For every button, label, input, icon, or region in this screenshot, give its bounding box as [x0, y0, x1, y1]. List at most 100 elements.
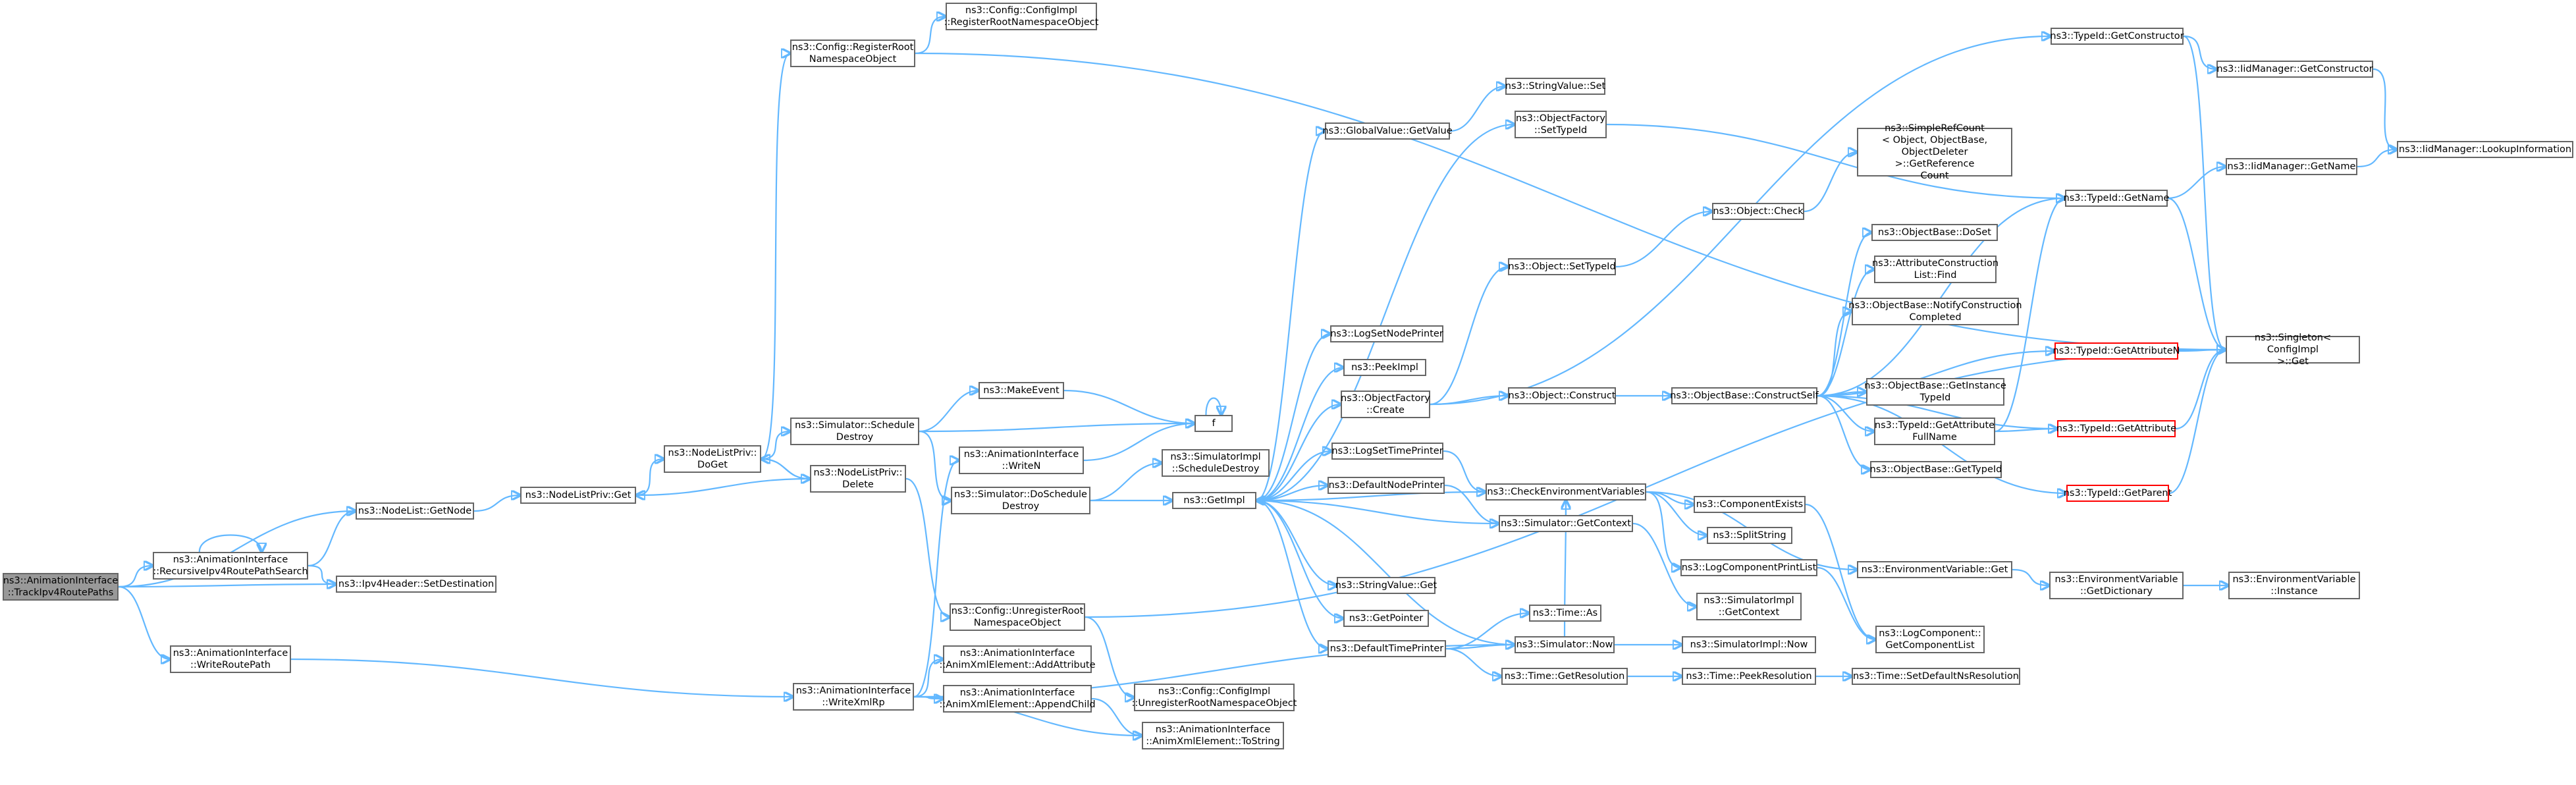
edge-iidmanager_getconstructor-to-iidmanager_lookup: [2373, 68, 2397, 149]
node-objectbase-constructself[interactable]: ns3::ObjectBase::ConstructSelf: [1670, 387, 1819, 404]
node-typeid-getconstructor[interactable]: ns3::TypeId::GetConstructor: [2050, 28, 2184, 45]
node-animxml-append-child[interactable]: ns3::AnimationInterface ::AnimXmlElement…: [939, 685, 1096, 713]
node-nodelist-getnode[interactable]: ns3::NodeList::GetNode: [356, 502, 474, 520]
node-objectbase-doset[interactable]: ns3::ObjectBase::DoSet: [1871, 224, 1998, 241]
edge-typeid_getconstructor-to-singleton_get: [2183, 35, 2226, 350]
edge-object_check-to-simplerefcount: [1804, 152, 1857, 213]
node-stringvalue-set[interactable]: ns3::StringValue::Set: [1505, 78, 1605, 95]
node-environmentvariable-getdictionary[interactable]: ns3::EnvironmentVariable ::GetDictionary: [2049, 572, 2184, 599]
edge-object_settypeid-to-object_check: [1615, 211, 1712, 268]
node-animxml-add-attribute[interactable]: ns3::AnimationInterface ::AnimXmlElement…: [939, 645, 1096, 673]
edge-config_unregister-to-configimpl_unregister: [1085, 616, 1134, 697]
node-object-construct[interactable]: ns3::Object::Construct: [1508, 387, 1616, 404]
node-objectbase-gettypeid[interactable]: ns3::ObjectBase::GetTypeId: [1870, 461, 2002, 478]
node-configimpl-register-root-namespace-object[interactable]: ns3::Config::ConfigImpl ::RegisterRootNa…: [944, 3, 1098, 30]
node-ipv4header-setdestination[interactable]: ns3::Ipv4Header::SetDestination: [336, 576, 496, 593]
node-animation-write-n[interactable]: ns3::AnimationInterface ::WriteN: [959, 447, 1084, 474]
node-time-as[interactable]: ns3::Time::As: [1529, 605, 1601, 622]
node-splitstring[interactable]: ns3::SplitString: [1707, 527, 1792, 544]
node-nodelistpriv-delete[interactable]: ns3::NodeListPriv:: Delete: [810, 465, 906, 493]
edge-typeid_getattribute-to-singleton_get: [2175, 350, 2226, 430]
node-singleton-configimpl-get[interactable]: ns3::Singleton< ConfigImpl >::Get: [2226, 333, 2360, 367]
node-objectbase-getinstancetypeid[interactable]: ns3::ObjectBase::GetInstance TypeId: [1864, 378, 2006, 406]
node-simulator-getcontext[interactable]: ns3::Simulator::GetContext: [1499, 515, 1633, 532]
edge-objfactory_create-to-object_settypeid: [1430, 267, 1508, 406]
node-write-xml-rp[interactable]: ns3::AnimationInterface ::WriteXmlRp: [793, 683, 914, 711]
edge-getattributefullname-to-typeid_getname: [1995, 198, 2065, 433]
node-getimpl[interactable]: ns3::GetImpl: [1172, 492, 1256, 509]
node-simulatorimpl-now[interactable]: ns3::SimulatorImpl::Now: [1682, 636, 1816, 653]
node-object-settypeid[interactable]: ns3::Object::SetTypeId: [1508, 258, 1616, 275]
node-typeid-getattributen[interactable]: ns3::TypeId::GetAttributeN: [2053, 342, 2180, 360]
edge-checkenv-to-getimpl: [1256, 491, 1486, 501]
node-simulatorimpl-schedule-destroy[interactable]: ns3::SimulatorImpl ::ScheduleDestroy: [1162, 449, 1270, 477]
node-iidmanager-getconstructor[interactable]: ns3::IidManager::GetConstructor: [2216, 61, 2373, 78]
node-simulator-doschedule-destroy[interactable]: ns3::Simulator::DoSchedule Destroy: [951, 487, 1090, 514]
edge-globalvalue_get-to-stringvalue_set: [1449, 86, 1505, 132]
node-objectfactory-settypeid[interactable]: ns3::ObjectFactory ::SetTypeId: [1515, 111, 1607, 138]
node-iidmanager-getname[interactable]: ns3::IidManager::GetName: [2226, 158, 2357, 175]
node-time-set-default-ns-resolution[interactable]: ns3::Time::SetDefaultNsResolution: [1852, 668, 2020, 685]
edge-defaultnodeprinter-to-sim_getcontext: [1444, 484, 1499, 524]
edge-sim_schedule-to-sim_doschedule: [919, 430, 951, 501]
edge-writeroutepath-to-writexmlrp: [290, 658, 793, 697]
node-typeid-getname[interactable]: ns3::TypeId::GetName: [2064, 190, 2169, 207]
node-default-node-printer[interactable]: ns3::DefaultNodePrinter: [1328, 477, 1445, 494]
edge-sim_now-to-getimpl: [1256, 501, 1515, 646]
node-write-route-path[interactable]: ns3::AnimationInterface ::WriteRoutePath: [170, 645, 291, 673]
node-objectbase-notify-construction-completed[interactable]: ns3::ObjectBase::NotifyConstruction Comp…: [1848, 298, 2022, 325]
node-globalvalue-getvalue[interactable]: ns3::GlobalValue::GetValue: [1322, 122, 1453, 140]
edge-constructself-to-typeid_getattribute: [1817, 394, 2057, 429]
node-environmentvariable-instance[interactable]: ns3::EnvironmentVariable ::Instance: [2228, 572, 2360, 599]
node-make-event[interactable]: ns3::MakeEvent: [979, 382, 1064, 399]
node-objectfactory-create[interactable]: ns3::ObjectFactory ::Create: [1341, 391, 1430, 418]
node-log-set-node-printer[interactable]: ns3::LogSetNodePrinter: [1330, 325, 1443, 342]
edge-sim_schedule-to-makeevent: [919, 391, 979, 433]
edge-envvar_get-to-envvar_getdict: [2012, 568, 2049, 585]
node-config-register-root-namespace-object[interactable]: ns3::Config::RegisterRoot NamespaceObjec…: [790, 40, 915, 67]
node-typeid-getattribute[interactable]: ns3::TypeId::GetAttribute: [2056, 420, 2176, 437]
edge-nodelistpriv_delete-to-nodelistpriv_get: [636, 477, 811, 495]
node-typeid-getparent[interactable]: ns3::TypeId::GetParent: [2064, 485, 2172, 502]
node-getpointer[interactable]: ns3::GetPointer: [1343, 610, 1429, 627]
edge-logcomponentprintlist-to-logcomponent_getlist: [1817, 566, 1875, 639]
node-simulator-now[interactable]: ns3::Simulator::Now: [1515, 636, 1615, 653]
edge-typeid_getconstructor-to-iidmanager_getconstructor: [2183, 35, 2216, 69]
edge-getimpl-to-defaulttimeprinter: [1256, 499, 1328, 649]
node-log-set-time-printer[interactable]: ns3::LogSetTimePrinter: [1331, 443, 1443, 460]
edge-nodelistpriv_delete-to-nodelistpriv_doget: [761, 459, 811, 480]
node-animxml-to-string[interactable]: ns3::AnimationInterface ::AnimXmlElement…: [1142, 722, 1284, 749]
node-default-time-printer[interactable]: ns3::DefaultTimePrinter: [1328, 640, 1446, 657]
node-simplerefcount-getreferencecount[interactable]: ns3::SimpleRefCount < Object, ObjectBase…: [1857, 123, 2012, 181]
node-nodelistpriv-get[interactable]: ns3::NodeListPriv::Get: [520, 487, 636, 504]
node-simulator-schedule-destroy[interactable]: ns3::Simulator::Schedule Destroy: [790, 418, 919, 445]
node-check-environment-variables[interactable]: ns3::CheckEnvironmentVariables: [1486, 483, 1646, 501]
edge-objfactory_settypeid-to-typeid_getname: [1606, 123, 2065, 198]
node-recursive-ipv4-route-path-search[interactable]: ns3::AnimationInterface ::RecursiveIpv4R…: [153, 552, 308, 580]
node-peekimpl[interactable]: ns3::PeekImpl: [1343, 359, 1426, 376]
node-time-getresolution[interactable]: ns3::Time::GetResolution: [1501, 668, 1628, 685]
node-stringvalue-get[interactable]: ns3::StringValue::Get: [1335, 577, 1437, 594]
edge-componentexists-to-logcomponent_getlist: [1805, 503, 1875, 639]
edge-typeid_getname-to-iidmanager_getname: [2167, 167, 2226, 200]
edge-getimpl-to-lognodeprinter: [1256, 334, 1330, 502]
node-f[interactable]: f: [1194, 415, 1233, 432]
node-attribute-construction-list-find[interactable]: ns3::AttributeConstruction List::Find: [1872, 256, 1999, 283]
edge-config_unregister-to-singleton_get: [1085, 350, 2226, 618]
node-iidmanager-lookupinformation[interactable]: ns3::IidManager::LookupInformation: [2397, 141, 2573, 158]
node-environmentvariable-get[interactable]: ns3::EnvironmentVariable::Get: [1857, 561, 2012, 578]
node-configimpl-unregister-root-namespace-object[interactable]: ns3::Config::ConfigImpl ::UnregisterRoot…: [1132, 684, 1297, 711]
node-time-peekresolution[interactable]: ns3::Time::PeekResolution: [1682, 668, 1816, 685]
node-component-exists[interactable]: ns3::ComponentExists: [1694, 496, 1806, 513]
node-simulatorimpl-getcontext[interactable]: ns3::SimulatorImpl ::GetContext: [1696, 593, 1802, 620]
edge-getimpl-to-objfactory_create: [1256, 404, 1341, 502]
node-object-check[interactable]: ns3::Object::Check: [1712, 203, 1804, 220]
edge-sim_doschedule-to-simimpl_schedule: [1090, 463, 1162, 502]
node-config-unregister-root-namespace-object[interactable]: ns3::Config::UnregisterRoot NamespaceObj…: [950, 603, 1085, 631]
node-typeid-getattribute-fullname[interactable]: ns3::TypeId::GetAttribute FullName: [1874, 418, 1995, 445]
node-logcomponent-getcomponentlist[interactable]: ns3::LogComponent:: GetComponentList: [1875, 626, 1985, 653]
node-log-component-print-list[interactable]: ns3::LogComponentPrintList: [1680, 559, 1817, 576]
node-nodelistpriv-doget[interactable]: ns3::NodeListPriv:: DoGet: [664, 445, 761, 473]
node-track-ipv4-route-paths[interactable]: ns3::AnimationInterface ::TrackIpv4Route…: [3, 573, 119, 601]
